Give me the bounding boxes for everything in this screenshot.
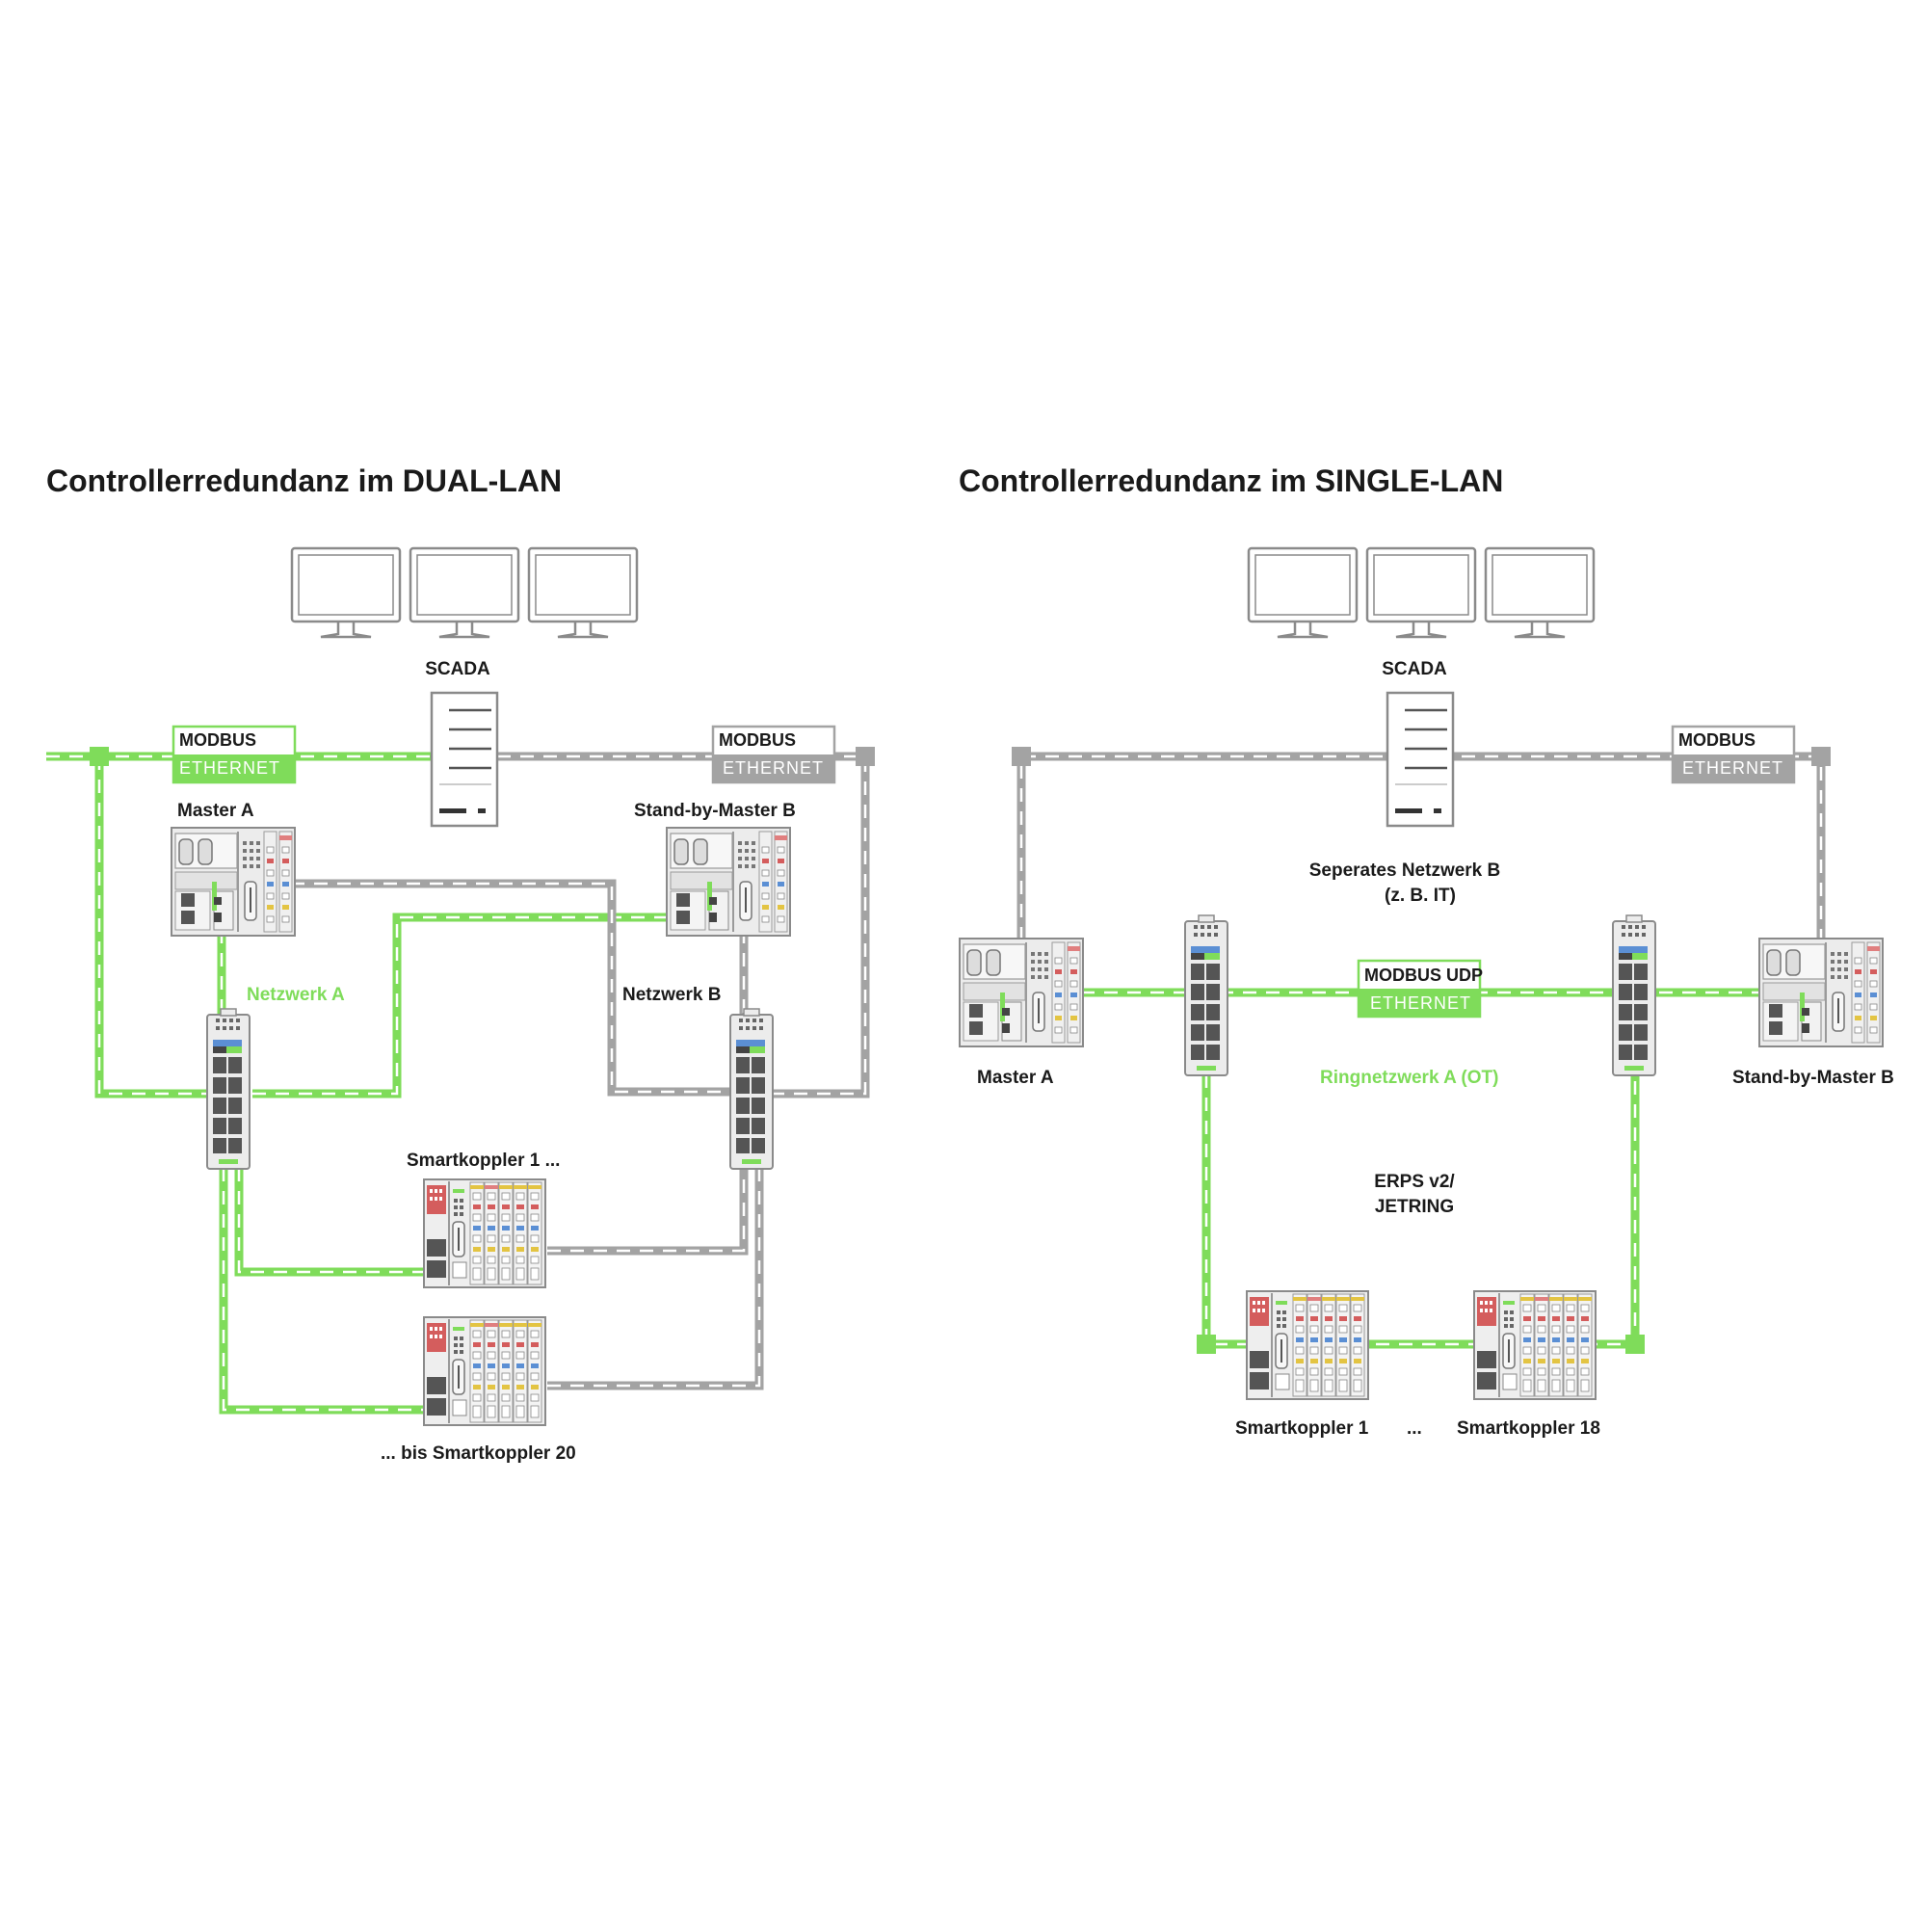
switch-b-icon: [729, 1008, 774, 1170]
right-title: Controllerredundanz im SINGLE-LAN: [959, 463, 1503, 498]
badge-ethernet-label: ETHERNET: [1370, 993, 1471, 1013]
left-diagram: Controllerredundanz im DUAL-LAN SCADA MO…: [46, 463, 875, 1464]
badge-ethernet-label: ETHERNET: [1682, 758, 1783, 778]
junction-green: [1625, 1335, 1645, 1354]
ring-net-label: Ringnetzwerk A (OT): [1320, 1068, 1498, 1088]
cable-grey-coupler-20: [547, 1168, 764, 1390]
left-master-a-label: Master A: [177, 801, 254, 821]
cable-green-coupler-20-dash: [222, 1168, 426, 1412]
smart-coupler-icon: [1473, 1290, 1597, 1400]
scada-server-icon: [430, 691, 499, 828]
cable-green-coupler-1-dash: [237, 1168, 426, 1274]
cable-green-a-left-dash: [97, 756, 210, 1096]
badge-modbus-label: MODBUS: [1678, 730, 1755, 750]
right-diagram: Controllerredundanz im SINGLE-LAN SCADA …: [959, 463, 1894, 1439]
left-badge-green: MODBUS ETHERNET: [172, 725, 297, 784]
master-a-controller-icon: [171, 827, 296, 937]
separate-net-label-2: (z. B. IT): [1385, 886, 1456, 906]
monitor-icon: [527, 546, 639, 639]
junction-green: [1197, 1335, 1216, 1354]
left-title: Controllerredundanz im DUAL-LAN: [46, 463, 562, 498]
coupler-first-label: Smartkoppler 1 ...: [407, 1151, 560, 1171]
cable-green-ring-bottom-dash: [1204, 1074, 1637, 1346]
badge-modbus-udp: MODBUS UDP ETHERNET: [1357, 959, 1483, 1019]
master-a-controller-icon: [959, 938, 1084, 1047]
cable-green-switch-master-b-dash: [252, 915, 674, 1096]
left-scada-monitors: [290, 546, 639, 639]
monitor-icon: [290, 546, 402, 639]
network-b-label: Netzwerk B: [622, 985, 721, 1005]
cable-green-coupler-20: [219, 1168, 426, 1415]
right-scada-monitors: [1247, 546, 1596, 639]
junction-green: [90, 747, 109, 766]
right-master-a-label: Master A: [977, 1068, 1054, 1088]
scada-server-icon: [1386, 691, 1455, 828]
coupler-last-label: ... bis Smartkoppler 20: [381, 1443, 576, 1464]
cable-grey-b-top-dash: [497, 754, 867, 1096]
ring-switch-right-icon: [1612, 914, 1656, 1076]
right-coupler-first-label: Smartkoppler 1: [1235, 1418, 1369, 1439]
ring-switch-left-icon: [1184, 914, 1228, 1076]
junction-grey: [1811, 747, 1831, 766]
master-b-controller-icon: [666, 827, 791, 937]
smart-coupler-icon: [423, 1316, 546, 1426]
badge-modbus-udp-label: MODBUS UDP: [1364, 966, 1483, 985]
junction-grey: [1012, 747, 1031, 766]
badge-modbus-label: MODBUS: [179, 730, 256, 750]
left-scada-label: SCADA: [425, 659, 490, 679]
right-scada-label: SCADA: [1382, 659, 1447, 679]
badge-ethernet-label: ETHERNET: [723, 758, 824, 778]
left-master-b-label: Stand-by-Master B: [634, 801, 796, 821]
monitor-icon: [409, 546, 520, 639]
separate-net-label-1: Seperates Netzwerk B: [1309, 860, 1501, 881]
right-master-b-label: Stand-by-Master B: [1732, 1068, 1894, 1088]
right-coupler-ellipsis: ...: [1407, 1418, 1422, 1439]
protocol-label-2: JETRING: [1375, 1197, 1454, 1217]
cable-grey-coupler-20-dash: [547, 1168, 761, 1388]
smart-coupler-icon: [1246, 1290, 1369, 1400]
right-badge-grey: MODBUS ETHERNET: [1671, 725, 1796, 784]
monitor-icon: [1365, 546, 1477, 639]
protocol-label-1: ERPS v2/: [1374, 1172, 1455, 1192]
right-cables: [1012, 747, 1831, 1354]
network-a-label: Netzwerk A: [247, 985, 345, 1005]
right-coupler-last-label: Smartkoppler 18: [1457, 1418, 1600, 1439]
monitor-icon: [1484, 546, 1596, 639]
master-b-controller-icon: [1758, 938, 1884, 1047]
monitor-icon: [1247, 546, 1359, 639]
cable-green-coupler-1: [234, 1168, 426, 1277]
cable-grey-master-a-switch-b-dash: [291, 882, 730, 1094]
switch-a-icon: [206, 1008, 251, 1170]
left-badge-grey: MODBUS ETHERNET: [711, 725, 836, 784]
cable-grey-coupler-1-dash: [547, 1168, 746, 1253]
cable-grey-coupler-1: [547, 1168, 749, 1256]
badge-ethernet-label: ETHERNET: [179, 758, 280, 778]
left-cables: [46, 747, 875, 1415]
badge-modbus-label: MODBUS: [719, 730, 796, 750]
junction-grey: [856, 747, 875, 766]
smart-coupler-icon: [423, 1178, 546, 1288]
